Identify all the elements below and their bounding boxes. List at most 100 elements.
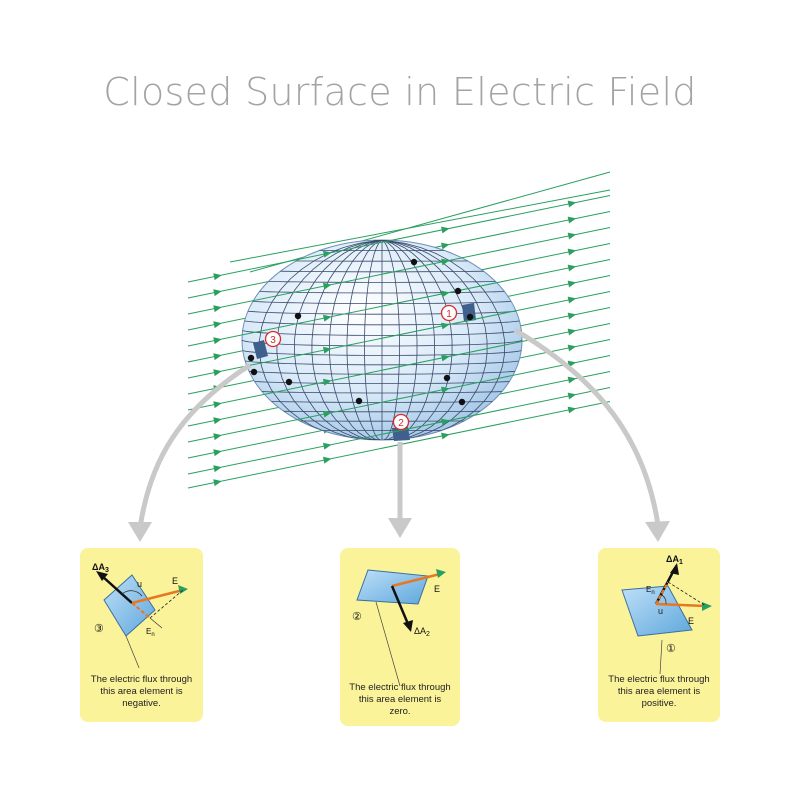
field-arrowhead <box>322 410 332 418</box>
meridian <box>380 240 400 440</box>
field-label-1: E <box>688 616 694 626</box>
pointer-arrow-3-head <box>128 522 152 542</box>
parallel <box>242 369 522 375</box>
field-arrowhead <box>441 432 450 440</box>
field-arrowhead <box>441 418 450 426</box>
field-arrowhead <box>441 322 450 330</box>
panel-area-3: u ΔA3 E En ③ The electric flux through t… <box>80 548 203 722</box>
field-arrowhead <box>322 378 332 386</box>
pointer-arrow-2-head <box>388 518 412 538</box>
piercing-point <box>250 368 258 376</box>
number-3: ③ <box>94 623 104 635</box>
parallel <box>242 329 522 336</box>
field-arrowhead <box>567 280 577 288</box>
panel-area-2: E ΔA2 ② The electric flux through this a… <box>340 548 460 726</box>
meridian <box>311 240 388 440</box>
area-vector-label-3: ΔA3 <box>92 562 109 574</box>
field-line <box>187 227 611 315</box>
field-arrowhead <box>441 258 450 266</box>
marker-1: 1 <box>440 304 458 322</box>
number-2: ② <box>352 611 362 623</box>
field-arrowhead <box>213 273 222 281</box>
piercing-point <box>454 287 462 295</box>
caption-1: The electric flux through this area elem… <box>608 674 710 709</box>
caption-2: The electric flux through this area elem… <box>349 682 451 717</box>
field-arrowhead <box>441 386 450 394</box>
panel-1-figure: u ΔA1 En E ① <box>621 554 712 675</box>
area-vector-label-2: ΔA2 <box>414 626 430 638</box>
piercing-point <box>466 313 474 321</box>
field-arrowhead <box>567 248 577 256</box>
normal-vector-3 <box>101 575 133 604</box>
piercing-point <box>285 378 293 386</box>
field-arrowhead <box>213 465 222 473</box>
piercing-point <box>410 258 418 266</box>
piercing-point <box>247 354 255 362</box>
field-points <box>247 258 474 406</box>
angle-label-3: u <box>137 579 142 589</box>
field-arrowhead <box>213 479 222 487</box>
piercing-point <box>443 374 451 382</box>
plate-1 <box>621 585 693 637</box>
svg-text:1: 1 <box>446 309 452 320</box>
parallel <box>242 309 522 315</box>
marker-3: 3 <box>264 330 282 348</box>
field-arrowhead <box>441 242 450 250</box>
field-arrowhead <box>322 346 332 354</box>
field-arrowhead <box>567 328 577 336</box>
parallel <box>242 289 522 294</box>
field-arrowhead <box>567 312 577 320</box>
field-arrowhead <box>322 442 332 450</box>
field-arrowhead <box>567 406 577 414</box>
meridian <box>364 240 384 440</box>
field-arrowhead <box>567 216 577 224</box>
field-arrowhead <box>213 305 222 313</box>
meridian <box>346 240 385 440</box>
field-arrowhead <box>567 232 577 240</box>
field-arrowhead <box>213 401 222 409</box>
field-arrowhead <box>567 392 577 400</box>
pointer-arrow-1-head <box>645 521 670 542</box>
field-arrowhead <box>322 282 332 290</box>
meridian <box>329 240 386 440</box>
piercing-point <box>355 397 363 405</box>
angle-label-1: u <box>658 606 663 616</box>
closed-surface <box>241 239 523 441</box>
area-element-3 <box>253 340 268 359</box>
area-element-2 <box>392 427 410 441</box>
field-line <box>187 355 611 443</box>
meridian <box>293 240 389 440</box>
parallel <box>242 319 522 326</box>
svg-text:2: 2 <box>398 418 404 429</box>
parallel <box>242 379 522 384</box>
field-arrowhead <box>213 353 222 361</box>
field-arrowhead <box>213 369 222 377</box>
field-vector-2 <box>391 572 441 588</box>
field-arrowhead <box>213 321 222 329</box>
field-arrowhead <box>441 354 450 362</box>
field-line <box>187 323 611 411</box>
field-label-2: E <box>434 584 440 594</box>
parallel <box>242 299 522 304</box>
field-vector-1 <box>655 602 707 608</box>
field-vector-3 <box>131 588 184 605</box>
pointer-arrow-3 <box>137 362 252 529</box>
field-arrowhead <box>213 449 222 457</box>
field-label-3: E <box>172 576 178 586</box>
field-arrowhead <box>213 337 222 345</box>
panel-area-1: u ΔA1 En E ① The electric flux through t… <box>598 548 720 722</box>
field-arrowhead <box>322 250 332 258</box>
field-line <box>187 387 611 475</box>
meridian <box>375 240 471 440</box>
piercing-point <box>294 312 302 320</box>
caption-3: The electric flux through this area elem… <box>90 674 193 709</box>
piercing-point <box>458 398 466 406</box>
panel-3-figure: u ΔA3 E En ③ <box>92 562 188 668</box>
page-title: Closed Surface in Electric Field <box>103 70 697 114</box>
normal-component-label-1: En <box>646 585 655 596</box>
field-arrowhead <box>567 200 577 208</box>
field-arrowhead <box>322 314 332 322</box>
field-arrowhead <box>567 376 577 384</box>
normal-component-label-3: En <box>146 627 155 638</box>
field-arrowhead <box>567 344 577 352</box>
